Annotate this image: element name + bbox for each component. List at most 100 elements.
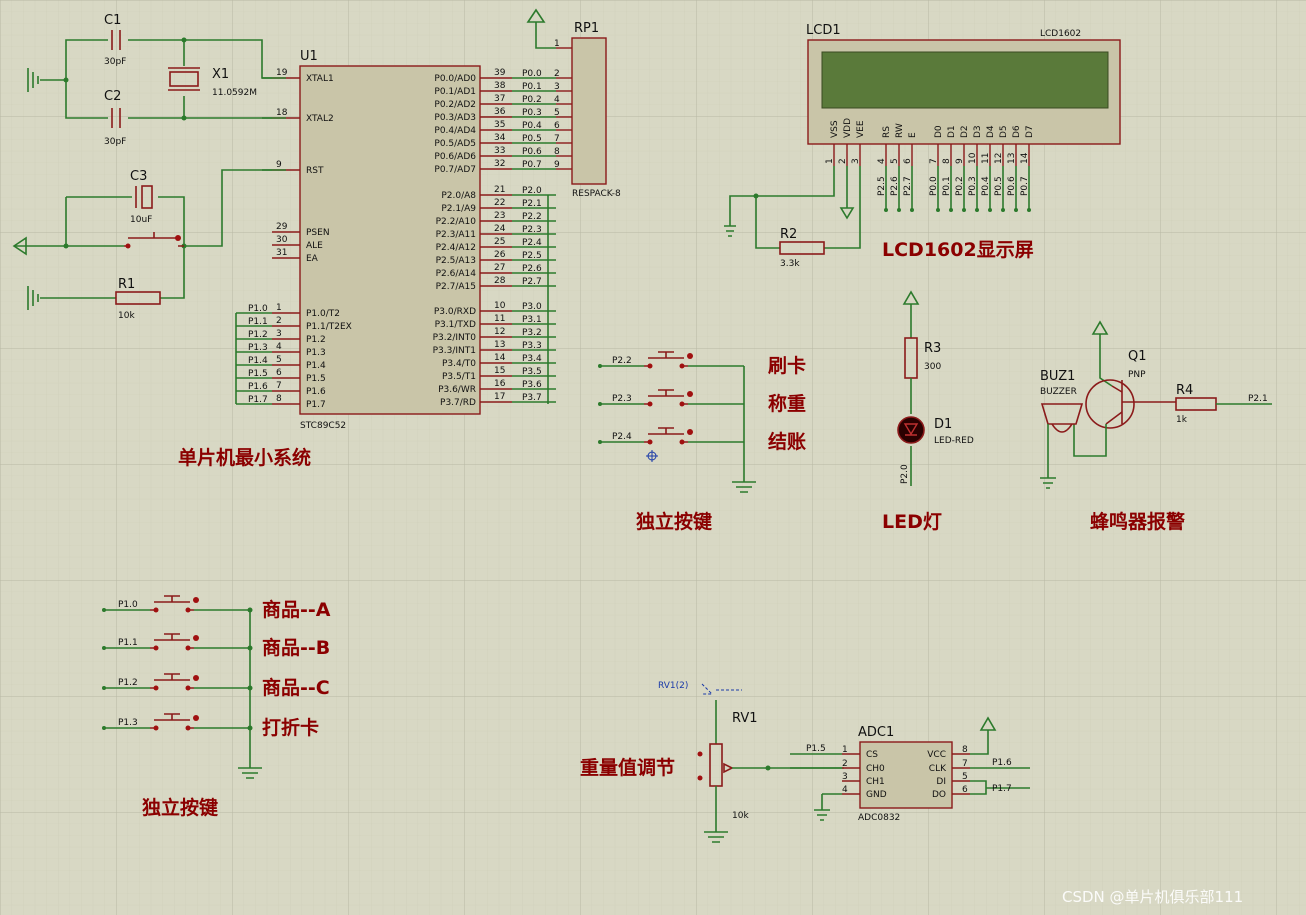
u1-right-net: P2.5 <box>522 251 542 261</box>
u1-pin-name: P1.1/T2EX <box>306 322 352 332</box>
u1-pin-name: P0.2/AD2 <box>434 100 476 110</box>
d1-value: LED-RED <box>934 436 974 446</box>
lcd-pin-num: 3 <box>851 158 861 164</box>
rv1-probe: RV1(2) <box>658 681 688 691</box>
u1-right-net: P3.7 <box>522 393 542 403</box>
lcd-net: P2.6 <box>890 176 900 196</box>
lcd-ref: LCD1 <box>806 23 841 38</box>
u1-right-net: P3.3 <box>522 341 542 351</box>
u1-pin-num: 21 <box>494 185 505 195</box>
u1-right-net: P0.1 <box>522 82 542 92</box>
u1-pin-num: 29 <box>276 222 288 232</box>
u1-pin-num: 2 <box>276 316 282 326</box>
adc-pin-num: 1 <box>842 745 848 755</box>
lcd-pin-name: VSS <box>830 120 840 138</box>
d1-ref: D1 <box>934 417 952 432</box>
u1-right-net: P2.1 <box>522 199 542 209</box>
u1-right-net: P2.6 <box>522 264 542 274</box>
key-bottom-net: P1.3 <box>118 718 138 728</box>
rp1-pin-num: 1 <box>554 39 560 49</box>
u1-pin-num: 38 <box>494 81 506 91</box>
led-circuit[interactable]: R3 300 D1 LED-RED P2.0 <box>897 290 974 486</box>
u1-pin-name: P0.1/AD1 <box>434 87 476 97</box>
u1-pin-name: P2.2/A10 <box>436 217 477 227</box>
r1-value: 10k <box>118 311 135 321</box>
u1-pin-num: 39 <box>494 68 506 78</box>
lcd-pin-num: 5 <box>890 158 900 164</box>
u1-pin-name: P3.3/INT1 <box>433 346 476 356</box>
r1-ref: R1 <box>118 277 135 292</box>
rv1-ref: RV1 <box>732 711 758 726</box>
lcd-pin-name: D5 <box>999 125 1009 138</box>
x1-value: 11.0592M <box>212 88 257 98</box>
u1-pin-name: XTAL1 <box>306 74 334 84</box>
c2-ref: C2 <box>104 89 121 104</box>
adc-pin-num: 7 <box>962 759 968 769</box>
u1-pin-name: P0.5/AD5 <box>434 139 476 149</box>
u1-pin-num: 8 <box>276 394 282 404</box>
lcd-pin-name: D7 <box>1025 125 1035 138</box>
caption-mcu: 单片机最小系统 <box>178 446 311 469</box>
key-bottom-net: P1.1 <box>118 638 138 648</box>
key-top-net: P2.4 <box>612 432 632 442</box>
adc-clk-net: P1.6 <box>992 758 1012 768</box>
caption-led: LED灯 <box>882 511 942 533</box>
buzzer-circuit[interactable]: BUZ1 BUZZER Q1 PNP R4 1k P2.1 <box>1040 320 1272 489</box>
mcu-u1[interactable]: U1 STC89C52 19XTAL118XTAL29RST29PSEN30AL… <box>235 49 556 431</box>
lcd-pin-num: 14 <box>1020 152 1030 164</box>
u1-pin-name: P1.5 <box>306 374 326 384</box>
u1-right-net: P0.2 <box>522 95 542 105</box>
u1-left-net: P1.5 <box>248 369 268 379</box>
u1-pin-name: P1.2 <box>306 335 326 345</box>
key-top-label: 刷卡 <box>768 354 806 377</box>
lcd-pin-name: VEE <box>856 120 866 138</box>
x1-ref: X1 <box>212 67 229 82</box>
u1-right-net: P2.7 <box>522 277 542 287</box>
u1-pin-name: P3.6/WR <box>438 385 476 395</box>
u1-pin-num: 32 <box>494 159 505 169</box>
lcd-net: P2.7 <box>903 176 913 196</box>
u1-pin-name: P2.4/A12 <box>436 243 476 253</box>
lcd-net: P0.1 <box>942 176 952 196</box>
key-top-net: P2.2 <box>612 356 632 366</box>
lcd-part: LCD1602 <box>1040 29 1081 39</box>
key-bottom-label: 商品--C <box>262 676 330 699</box>
u1-pin-num: 10 <box>494 301 506 311</box>
u1-right-net: P0.3 <box>522 108 542 118</box>
u1-pin-name: P2.0/A8 <box>441 191 476 201</box>
r4-value: 1k <box>1176 415 1188 425</box>
rp1-pin-num: 2 <box>554 69 560 79</box>
oscillator-circuit: C1 30pF C2 30pF X1 11.0592M <box>27 13 286 147</box>
adc-pin-name: CH1 <box>866 777 885 787</box>
u1-pin-num: 12 <box>494 327 505 337</box>
u1-left-net: P1.6 <box>248 382 268 392</box>
u1-pin-num: 36 <box>494 107 506 117</box>
reset-circuit: C3 10uF R1 10k <box>12 169 286 321</box>
u1-pin-num: 35 <box>494 120 505 130</box>
lcd-pin-num: 11 <box>981 153 991 164</box>
lcd-pin-name: D3 <box>973 125 983 138</box>
rp1-pin-num: 8 <box>554 147 560 157</box>
probe-marker <box>646 450 658 462</box>
lcd-net: P0.0 <box>929 176 939 196</box>
lcd1602-display[interactable]: LCD1 LCD1602 VSS1VDD2VEE3RS4RW5E6D07D18D… <box>724 23 1121 269</box>
r3-value: 300 <box>924 362 941 372</box>
buz-part: BUZZER <box>1040 387 1077 397</box>
watermark: CSDN @单片机俱乐部111 <box>1062 888 1243 906</box>
u1-pin-name: P0.6/AD6 <box>434 152 476 162</box>
u1-pin-num: 19 <box>276 68 288 78</box>
u1-pin-num: 24 <box>494 224 506 234</box>
u1-pin-num: 37 <box>494 94 505 104</box>
u1-pin-num: 5 <box>276 355 282 365</box>
u1-pin-num: 1 <box>276 303 282 313</box>
u1-left-net: P1.2 <box>248 330 268 340</box>
u1-pin-name: P1.0/T2 <box>306 309 340 319</box>
adc-pin-num: 2 <box>842 759 848 769</box>
u1-pin-name: P3.1/TXD <box>435 320 476 330</box>
u1-left-net: P1.7 <box>248 395 268 405</box>
u1-right-net: P0.0 <box>522 69 542 79</box>
